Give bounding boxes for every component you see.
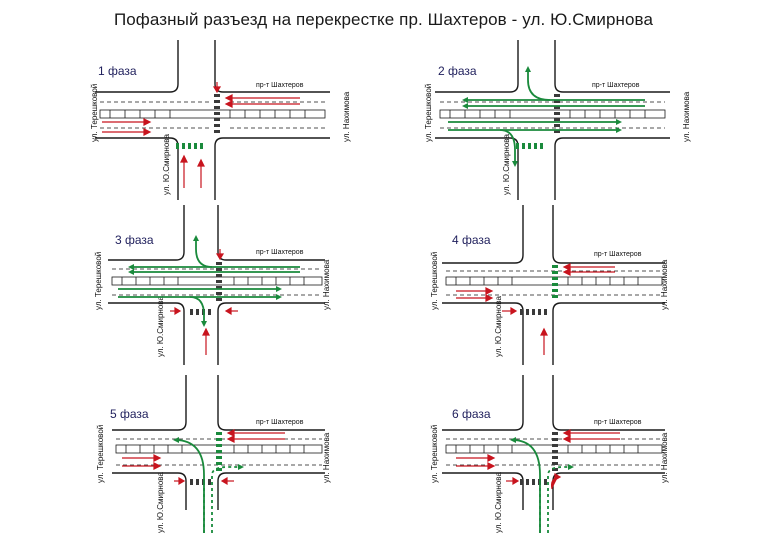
phase-2-svg — [435, 40, 670, 200]
street-main-label: пр-т Шахтеров — [256, 249, 304, 256]
phase-5-label: 5 фаза — [110, 407, 149, 421]
street-east-label: ул. Нахимова — [682, 91, 691, 142]
phase-4-svg — [442, 205, 665, 365]
phase-4-label: 4 фаза — [452, 233, 491, 247]
street-main-label: пр-т Шахтеров — [592, 82, 640, 89]
phase-6-svg — [442, 375, 665, 533]
phase-6-label: 6 фаза — [452, 407, 491, 421]
red-arrows — [102, 82, 300, 188]
street-main-label: пр-т Шахтеров — [594, 251, 642, 258]
phase-5-svg — [112, 375, 325, 533]
phase-3-label: 3 фаза — [115, 233, 154, 247]
phase-4-diagram: 4 фаза пр-т Шахтеров ул. Терешковой ул. … — [420, 205, 670, 365]
street-main-label: пр-т Шахтеров — [594, 419, 642, 426]
phase-2-diagram: 2 фаза пр-т Шахтеров ул. Терешковой ул. … — [420, 40, 691, 200]
phase-2-label: 2 фаза — [438, 64, 477, 78]
phase-1-svg — [95, 40, 330, 200]
crosswalk-main — [214, 94, 220, 133]
phase-5-diagram: 5 фаза пр-т Шахтеров ул. Терешковой ул. … — [96, 375, 350, 535]
street-east-label: ул. Нахимова — [342, 91, 351, 142]
road-edges — [95, 40, 330, 200]
phase-6-diagram: 6 фаза пр-т Шахтеров ул. Терешковой ул. … — [420, 375, 670, 535]
phase-3-diagram: 3 фаза пр-т Шахтеров ул. Терешковой ул. … — [94, 205, 350, 365]
crosswalk-south — [176, 143, 203, 149]
phase-1-diagram: 1 фаза пр-т Шахтеров ул. Терешковой ул. … — [80, 40, 351, 200]
phase-1-label: 1 фаза — [98, 64, 137, 78]
page-title: Пофазный разъезд на перекрестке пр. Шахт… — [113, 10, 654, 29]
phase-3-svg — [108, 205, 325, 365]
street-main-label: пр-т Шахтеров — [256, 82, 304, 89]
lane-markings — [99, 101, 326, 129]
street-main-label: пр-т Шахтеров — [256, 419, 304, 426]
